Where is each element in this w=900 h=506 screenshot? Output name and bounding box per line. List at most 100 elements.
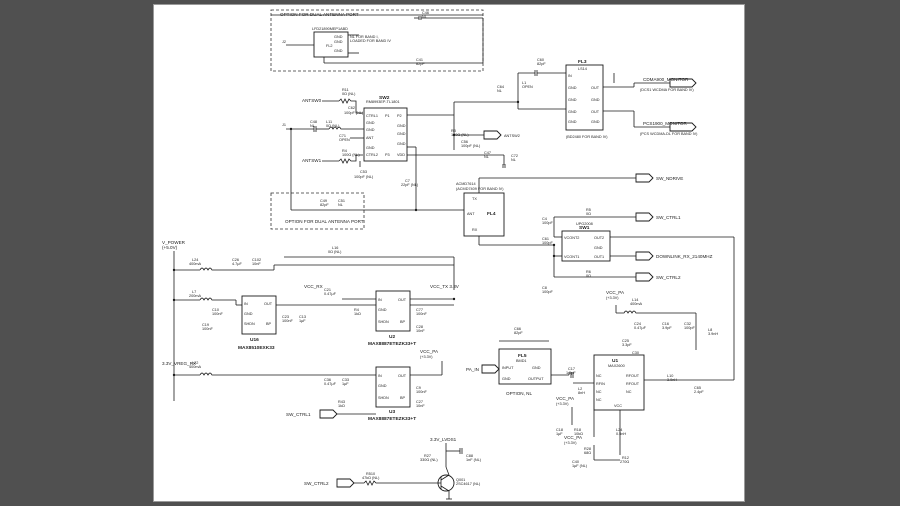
svg-text:3.3V_VREG_RX: 3.3V_VREG_RX (162, 361, 196, 366)
svg-text:VCC_PA: VCC_PA (564, 435, 583, 440)
svg-text:82pF: 82pF (514, 331, 523, 335)
svg-text:UPG2008: UPG2008 (576, 222, 593, 226)
svg-text:P1: P1 (385, 114, 390, 118)
svg-text:C53: C53 (360, 170, 367, 174)
pa-in-port[interactable]: PA_IN (466, 367, 479, 372)
downlink-port[interactable]: DOWNLINK_RX_2140MHZ (656, 254, 713, 259)
svg-text:C18: C18 (556, 428, 563, 432)
svg-text:BP: BP (266, 322, 272, 326)
svg-text:2SC4617 (NL): 2SC4617 (NL) (456, 482, 481, 486)
svg-text:82pF: 82pF (320, 203, 329, 207)
svg-text:(+3.3V): (+3.3V) (420, 355, 433, 359)
sw1-switch (561, 230, 611, 262)
svg-text:3.3V_LVDS1: 3.3V_LVDS1 (430, 437, 457, 442)
sw-ndrive-port[interactable]: SW_NDRIVE (656, 176, 683, 181)
svg-text:GND: GND (366, 128, 375, 132)
svg-text:P3: P3 (385, 153, 390, 157)
svg-text:1μF: 1μF (556, 432, 563, 436)
svg-text:GND: GND (594, 246, 603, 250)
svg-text:C64: C64 (497, 85, 504, 89)
svg-text:GND: GND (568, 98, 577, 102)
svg-text:RM8993EP-TL1801: RM8993EP-TL1801 (366, 100, 400, 104)
u3-regulator: L22 400mA 3.3V_VREG_RX C36 0.47μF C33 1μ… (162, 349, 443, 422)
svg-text:C26: C26 (232, 258, 239, 262)
svg-text:0Ω (NL): 0Ω (NL) (326, 124, 340, 128)
svg-text:L8: L8 (708, 328, 712, 332)
svg-text:J2: J2 (282, 40, 286, 44)
svg-text:GND: GND (378, 384, 387, 388)
svg-text:U1: U1 (612, 358, 618, 364)
svg-text:400mA: 400mA (189, 365, 201, 369)
svg-text:U16: U16 (250, 337, 259, 343)
svg-text:3.3pF: 3.3pF (622, 343, 632, 347)
svg-text:C9: C9 (416, 386, 421, 390)
svg-text:ANTSW1: ANTSW1 (302, 158, 322, 163)
svg-text:100pF: 100pF (542, 290, 553, 294)
pcs-monitor-port[interactable]: PCS1900_MONITOR (643, 121, 688, 126)
svg-text:1μF (NL): 1μF (NL) (572, 464, 588, 468)
power-section: V_POWER (+5.0V) L24 400mA C26 4.7μF C102… (162, 240, 455, 401)
svg-text:C48: C48 (310, 120, 317, 124)
svg-text:NC: NC (596, 374, 602, 378)
svg-text:ANT: ANT (467, 212, 475, 216)
fl5-filter (498, 348, 552, 385)
svg-text:L22: L22 (192, 361, 198, 365)
fl3-ls14 (565, 64, 604, 131)
svg-text:(DCS1 WCDMA FOR BAND IV): (DCS1 WCDMA FOR BAND IV) (640, 88, 694, 92)
svg-text:LOADED FOR BAND IV: LOADED FOR BAND IV (350, 39, 391, 43)
svg-text:C16: C16 (662, 322, 669, 326)
svg-text:C10: C10 (212, 308, 219, 312)
svg-text:1μF: 1μF (299, 319, 306, 323)
svg-text:8nH: 8nH (578, 391, 585, 395)
svg-text:R28: R28 (584, 447, 591, 451)
cdma-monitor-port[interactable]: CDMA900_MONITOR (643, 77, 689, 82)
svg-text:SW1: SW1 (579, 225, 590, 231)
svg-text:C24: C24 (634, 322, 641, 326)
svg-text:(+3.3V): (+3.3V) (606, 296, 619, 300)
svg-text:L14: L14 (632, 298, 638, 302)
svg-text:MAX8887ETEZK33+T: MAX8887ETEZK33+T (368, 416, 416, 422)
svg-text:R3: R3 (451, 129, 456, 133)
sw-ctrl1-port-left[interactable]: SW_CTRL1 (286, 412, 311, 417)
svg-text:OUT: OUT (264, 302, 273, 306)
svg-text:100nF: 100nF (282, 319, 293, 323)
svg-text:R27: R27 (424, 454, 431, 458)
sw-ctrl1-port-right[interactable]: SW_CTRL1 (656, 215, 681, 220)
svg-text:L11: L11 (326, 120, 332, 124)
svg-text:C51: C51 (338, 199, 345, 203)
svg-text:C25: C25 (622, 339, 629, 343)
svg-text:0Ω (NL): 0Ω (NL) (342, 92, 356, 96)
svg-text:SW2: SW2 (379, 95, 390, 101)
svg-text:INPUT: INPUT (502, 366, 514, 370)
svg-text:R43: R43 (338, 400, 345, 404)
svg-text:100pF: 100pF (684, 326, 695, 330)
svg-text:L10: L10 (667, 374, 673, 378)
svg-text:82pF: 82pF (416, 62, 425, 66)
svg-text:ANTSW0: ANTSW0 (302, 98, 322, 103)
u16-regulator: IN GND SHDN OUT BP U16 MAX8510EXK33 (238, 295, 454, 351)
svg-text:R6: R6 (586, 270, 591, 274)
svg-text:4.7μF: 4.7μF (232, 262, 242, 266)
dual-antenna-note-bottom: OPTION FOR DUAL ANTENNA PORT (285, 219, 364, 224)
svg-text:NL: NL (511, 158, 516, 162)
svg-text:SHDN: SHDN (378, 320, 389, 324)
sw-ctrl2-port-left[interactable]: SW_CTRL2 (304, 481, 329, 486)
svg-text:RFOUT: RFOUT (626, 382, 640, 386)
svg-text:C66: C66 (514, 327, 521, 331)
svg-text:C7: C7 (405, 179, 410, 183)
sw2-switch (363, 107, 408, 162)
svg-text:OUTPUT: OUTPUT (528, 377, 544, 381)
svg-text:R18: R18 (574, 428, 581, 432)
svg-text:LFD21890MEP1ABD: LFD21890MEP1ABD (312, 27, 348, 31)
svg-text:GND: GND (502, 377, 511, 381)
svg-text:VCC_TX 3.3V: VCC_TX 3.3V (430, 284, 460, 289)
svg-text:LS14: LS14 (578, 67, 587, 71)
svg-text:OUT: OUT (591, 110, 600, 114)
svg-text:C21: C21 (324, 288, 331, 292)
svg-text:L16: L16 (332, 246, 338, 250)
svg-text:TX: TX (472, 197, 477, 201)
svg-text:C41: C41 (416, 58, 423, 62)
svg-text:GND: GND (568, 120, 577, 124)
svg-text:NL: NL (497, 89, 502, 93)
sw-ctrl2-port-right[interactable]: SW_CTRL2 (656, 275, 681, 280)
